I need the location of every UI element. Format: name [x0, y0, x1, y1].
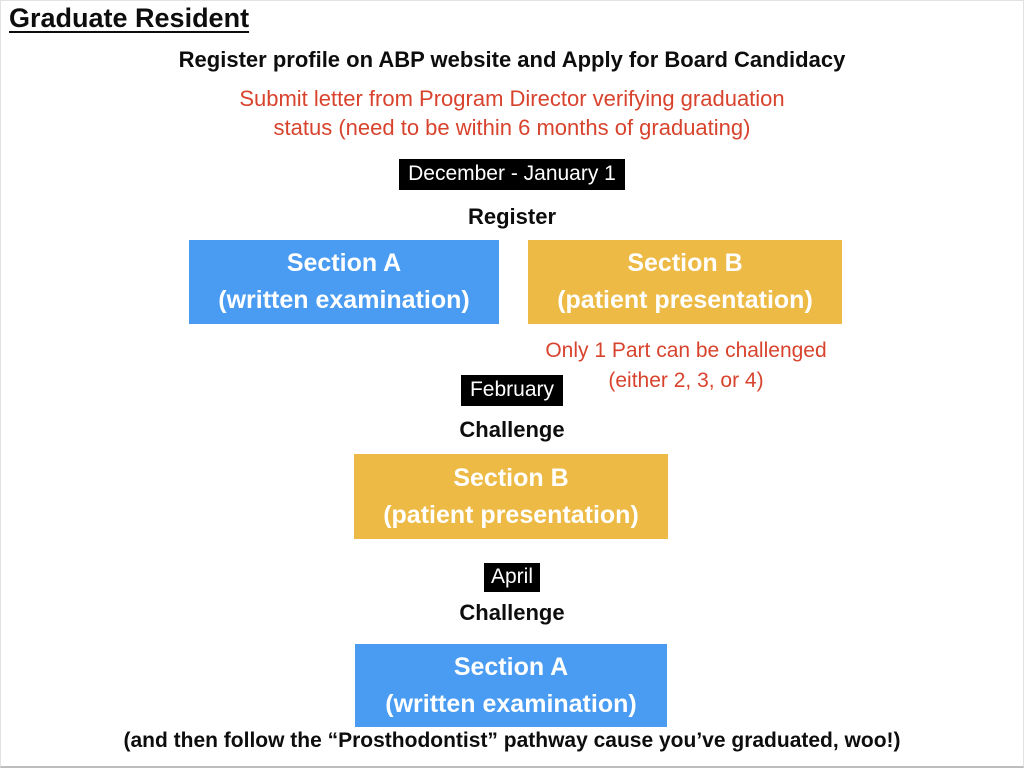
december-badge-row: December - January 1: [1, 159, 1023, 190]
challenge-limit-note: Only 1 Part can be challenged (either 2,…: [525, 336, 847, 396]
date-badge-april: April: [483, 563, 540, 592]
section-b-title: Section B: [453, 463, 569, 492]
section-b-subtitle: (patient presentation): [557, 286, 813, 314]
section-b-subtitle: (patient presentation): [383, 500, 639, 529]
section-a-title: Section A: [286, 249, 402, 277]
subtitle-register-profile: Register profile on ABP website and Appl…: [178, 47, 846, 72]
section-b-box-challenge: Section B (patient presentation): [354, 454, 668, 539]
action-challenge-april: Challenge: [459, 600, 565, 625]
director-letter-note: Submit letter from Program Director veri…: [1, 84, 1023, 142]
prosthodontist-pathway-note: (and then follow the “Prosthodontist” pa…: [123, 729, 901, 752]
challenge-limit-note-line2: (either 2, 3, or 4): [608, 369, 764, 392]
date-badge-february: February: [460, 375, 564, 406]
section-b-title: Section B: [627, 249, 743, 277]
section-a-subtitle: (written examination): [218, 286, 470, 314]
action-register: Register: [467, 204, 557, 229]
director-letter-note-line2: status (need to be within 6 months of gr…: [273, 115, 751, 140]
section-a-title: Section A: [453, 652, 569, 681]
section-a-subtitle: (written examination): [385, 689, 637, 718]
page-title: Graduate Resident: [9, 3, 250, 33]
section-b-box-register: Section B (patient presentation): [528, 240, 842, 324]
april-badge-row: April: [1, 563, 1023, 592]
director-letter-note-line1: Submit letter from Program Director veri…: [239, 86, 785, 111]
date-badge-december-january-1: December - January 1: [399, 159, 625, 190]
action-challenge-february: Challenge: [459, 417, 565, 442]
section-a-box-register: Section A (written examination): [189, 240, 499, 324]
challenge-limit-note-line1: Only 1 Part can be challenged: [545, 339, 827, 362]
section-a-box-challenge: Section A (written examination): [355, 644, 667, 727]
february-badge-row: February: [1, 375, 1023, 406]
